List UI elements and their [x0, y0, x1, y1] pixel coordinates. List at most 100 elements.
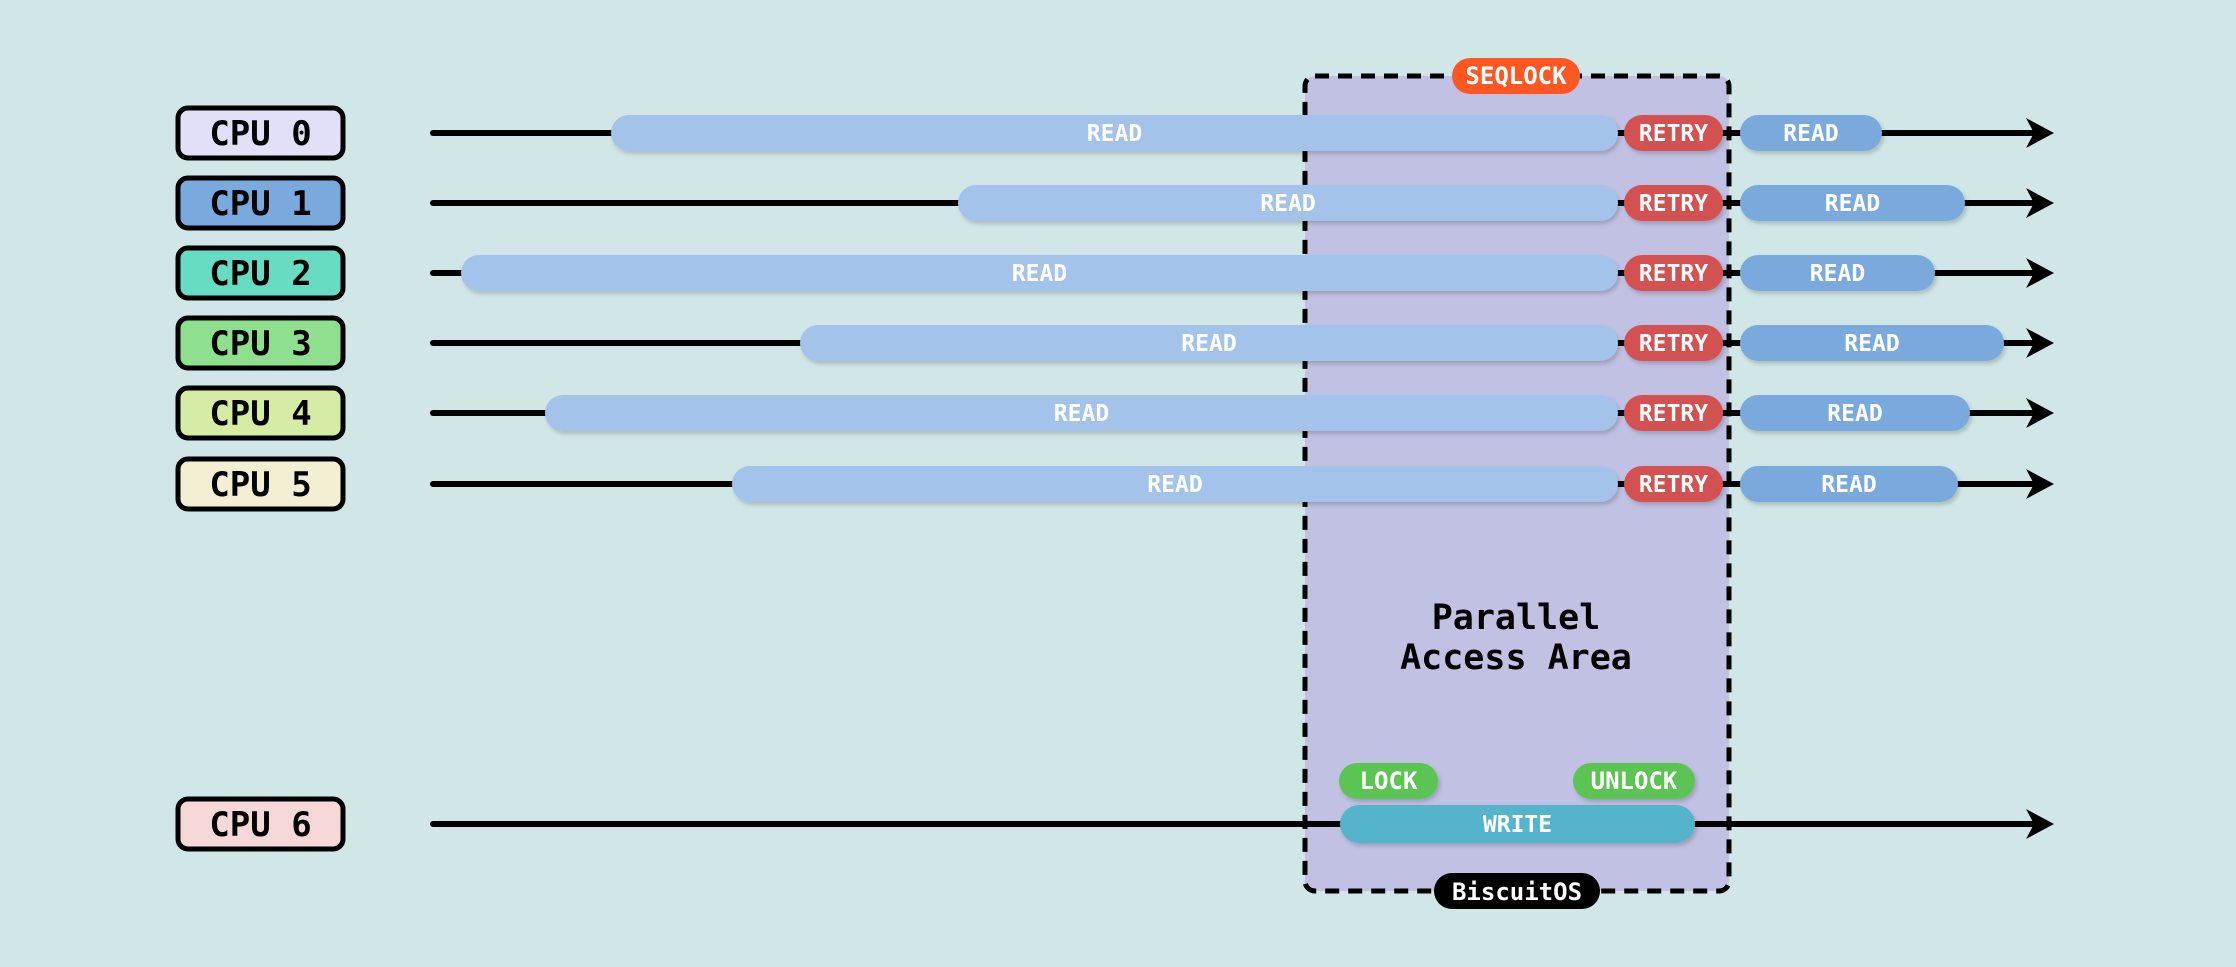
unlock-badge-label: UNLOCK [1591, 767, 1678, 795]
cpu-6-arrowhead [2026, 809, 2054, 839]
cpu-5-arrowhead [2026, 469, 2054, 499]
cpu-3-label: CPU 3 [175, 315, 346, 371]
cpu-4-read2-bar-shape [1740, 395, 1970, 431]
cpu-labels: CPU 0 CPU 1 CPU 2 CPU 3 CPU 4 CPU 5 CPU 6 [175, 105, 346, 852]
cpu-2-retry-bar-shape [1624, 255, 1723, 291]
cpu-0-retry-bar-shape [1624, 115, 1723, 151]
cpu-1-read-bar-label: READ [1260, 191, 1315, 217]
cpu-1-read2-bar-label: READ [1825, 191, 1880, 217]
cpu-5-read2-bar: READ [1740, 466, 1958, 502]
unlock-badge: UNLOCK [1573, 763, 1695, 799]
cpu-0-retry-bar: RETRY [1624, 115, 1723, 151]
cpu-0-arrowhead [2026, 118, 2054, 148]
cpu-0-retry-bar-label: RETRY [1639, 121, 1708, 147]
cpu-3-arrowhead [2026, 328, 2054, 358]
lock-badge-label: LOCK [1360, 767, 1418, 795]
cpu-5-label-box [175, 456, 346, 512]
cpu-0-read-bar: READ [611, 115, 1618, 151]
cpu-3-read-bar-label: READ [1181, 331, 1236, 357]
cpu-0-read-bar-label: READ [1087, 121, 1142, 147]
cpu-0-read-bar-shape [611, 115, 1618, 151]
cpu-5-retry-bar: RETRY [1624, 466, 1723, 502]
cpu-3-retry-bar: RETRY [1624, 325, 1723, 361]
cpu-1-label-text: CPU 1 [209, 184, 311, 224]
cpu-1-retry-bar: RETRY [1624, 185, 1723, 221]
cpu-3-read-bar-shape [800, 325, 1618, 361]
cpu-5-read-bar-label: READ [1147, 472, 1202, 498]
cpu-0-label-box [175, 105, 346, 161]
cpu-4-read2-bar: READ [1740, 395, 1970, 431]
cpu-6-label: CPU 6 [175, 796, 346, 852]
bars: READ RETRY READ READ RETRY READ READ RETRY READ R… [461, 115, 2004, 843]
cpu-1-read-bar: READ [958, 185, 1618, 221]
cpu-6-label-box [175, 796, 346, 852]
cpu-1-retry-bar-label: RETRY [1639, 191, 1708, 217]
cpu-0-label: CPU 0 [175, 105, 346, 161]
cpu-4-retry-bar-label: RETRY [1639, 401, 1708, 427]
cpu-0-read2-bar-shape [1740, 115, 1882, 151]
cpu-0-read2-bar-label: READ [1783, 121, 1838, 147]
cpu-1-label-box [175, 175, 346, 231]
cpu-6-write-bar-shape [1340, 805, 1695, 843]
cpu-5-read-bar-shape [732, 466, 1618, 502]
lock-badge: LOCK [1339, 763, 1438, 799]
area-label-line1: Parallel [1432, 598, 1601, 638]
cpu-1-read2-bar-shape [1740, 185, 1965, 221]
cpu-4-retry-bar: RETRY [1624, 395, 1723, 431]
cpu-1-read2-bar: READ [1740, 185, 1965, 221]
cpu-2-read2-bar-shape [1740, 255, 1935, 291]
cpu-4-read-bar: READ [545, 395, 1618, 431]
cpu-3-read2-bar-shape [1740, 325, 2004, 361]
cpu-5-read-bar: READ [732, 466, 1618, 502]
cpu-6-write-bar-label: WRITE [1483, 812, 1552, 838]
cpu-2-read-bar-shape [461, 255, 1618, 291]
brand-badge: BiscuitOS [1434, 873, 1600, 909]
cpu-4-read-bar-label: READ [1054, 401, 1109, 427]
cpu-3-retry-bar-shape [1624, 325, 1723, 361]
cpu-4-read-bar-shape [545, 395, 1618, 431]
cpu-5-label-text: CPU 5 [209, 465, 311, 505]
cpu-2-label-box [175, 245, 346, 301]
cpu-2-read2-bar: READ [1740, 255, 1935, 291]
seqlock-badge-label: SEQLOCK [1465, 62, 1567, 90]
cpu-2-read-bar: READ [461, 255, 1618, 291]
cpu-4-retry-bar-shape [1624, 395, 1723, 431]
cpu-2-label: CPU 2 [175, 245, 346, 301]
cpu-2-retry-bar-label: RETRY [1639, 261, 1708, 287]
cpu-2-read-bar-label: READ [1012, 261, 1067, 287]
lock-badge-shape [1339, 763, 1438, 799]
cpu-1-retry-bar-shape [1624, 185, 1723, 221]
cpu-3-read-bar: READ [800, 325, 1618, 361]
cpu-3-read2-bar-label: READ [1844, 331, 1899, 357]
cpu-0-label-text: CPU 0 [209, 114, 311, 154]
cpu-6-label-text: CPU 6 [209, 805, 311, 845]
cpu-2-retry-bar: RETRY [1624, 255, 1723, 291]
cpu-5-retry-bar-label: RETRY [1639, 472, 1708, 498]
cpu-4-arrowhead [2026, 398, 2054, 428]
cpu-5-read2-bar-label: READ [1821, 472, 1876, 498]
cpu-3-read2-bar: READ [1740, 325, 2004, 361]
cpu-1-arrowhead [2026, 188, 2054, 218]
unlock-badge-shape [1573, 763, 1695, 799]
cpu-4-label-box [175, 385, 346, 441]
cpu-3-label-box [175, 315, 346, 371]
cpu-1-read-bar-shape [958, 185, 1618, 221]
cpu-3-retry-bar-label: RETRY [1639, 331, 1708, 357]
cpu-2-read2-bar-label: READ [1810, 261, 1865, 287]
cpu-1-label: CPU 1 [175, 175, 346, 231]
cpu-5-read2-bar-shape [1740, 466, 1958, 502]
cpu-2-label-text: CPU 2 [209, 254, 311, 294]
cpu-5-retry-bar-shape [1624, 466, 1723, 502]
cpu-4-read2-bar-label: READ [1827, 401, 1882, 427]
area-label-line2: Access Area [1400, 638, 1632, 678]
cpu-0-read2-bar: READ [1740, 115, 1882, 151]
cpu-3-label-text: CPU 3 [209, 324, 311, 364]
brand-badge-label: BiscuitOS [1452, 878, 1582, 906]
seqlock-badge: SEQLOCK [1452, 58, 1580, 94]
cpu-4-label: CPU 4 [175, 385, 346, 441]
cpu-2-arrowhead [2026, 258, 2054, 288]
cpu-4-label-text: CPU 4 [209, 394, 311, 434]
cpu-5-label: CPU 5 [175, 456, 346, 512]
